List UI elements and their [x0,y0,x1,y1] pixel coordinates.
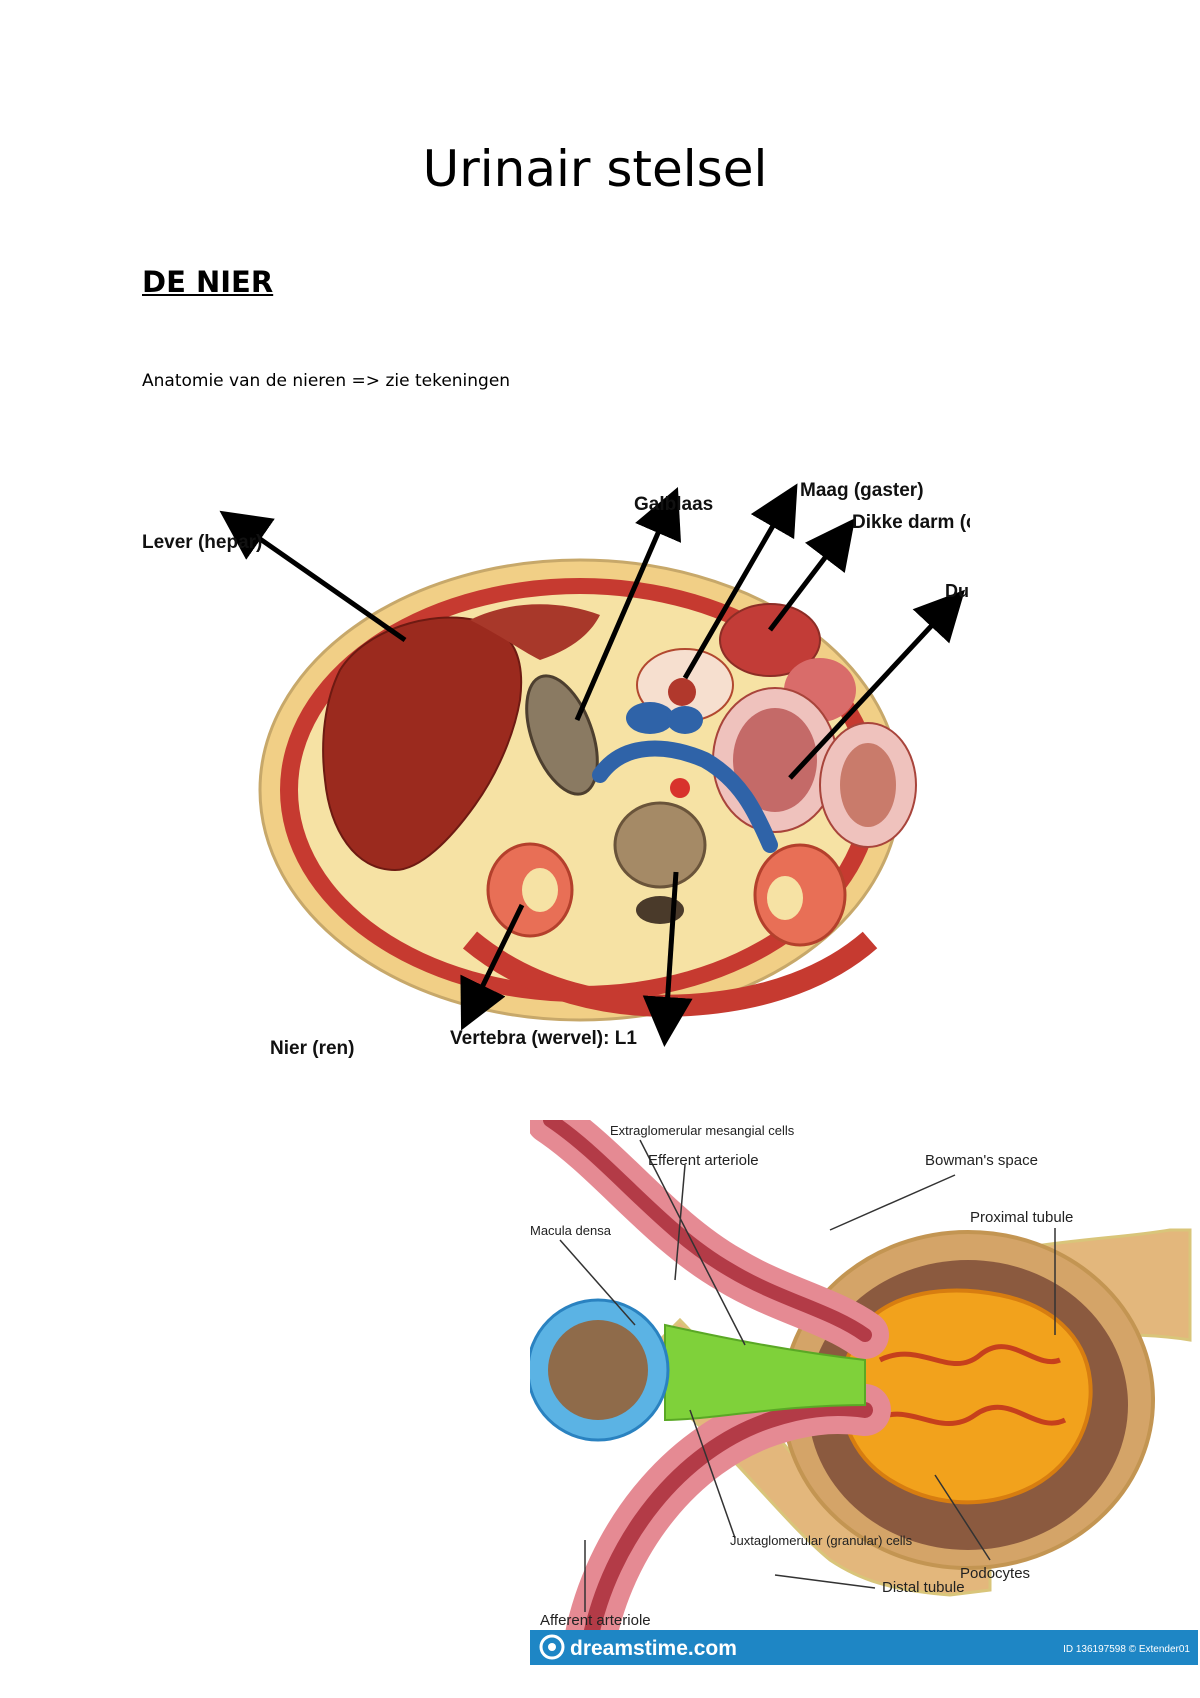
label-afferent: Afferent arteriole [540,1612,651,1629]
watermark-brand: dreamstime.com [570,1637,737,1660]
abdominal-cross-section-figure: Lever (hepar) Galblaas Maag (gaster) Dik… [142,480,970,1059]
label-bowman: Bowman's space [925,1152,1038,1169]
watermark-bar [530,1630,1198,1665]
label-galblaas: Galblaas [634,494,713,515]
label-proximal: Proximal tubule [970,1209,1073,1226]
arrow-maag [682,483,798,680]
intro-text: Anatomie van de nieren => zie tekeningen [142,371,511,391]
label-podocytes: Podocytes [960,1565,1030,1582]
label-macula: Macula densa [530,1223,612,1238]
label-maag: Maag (gaster) [800,480,924,501]
arrow-vertebra [642,871,693,1047]
label-distal: Distal tubule [882,1579,965,1596]
arrow-lever [219,510,407,643]
arrow-dikke-darm [768,518,856,632]
label-dikke-darm: Dikke darm (colon) [852,512,970,533]
label-dunne-darm: Dunne darm [945,581,970,601]
page-title: Urinair stelsel [422,140,768,198]
nephron-figure: Extraglomerular mesangial cells Efferent… [530,1120,1198,1665]
watermark-image-id: ID 136197598 © Extender01 [1063,1644,1190,1655]
label-lever: Lever (hepar) [142,532,262,553]
label-nier: Nier (ren) [270,1038,354,1059]
leader-lines [559,1139,1056,1612]
section-heading: DE NIER [142,265,274,299]
label-extraglomerular: Extraglomerular mesangial cells [610,1123,795,1138]
arrow-dunne-darm [788,589,966,780]
label-juxtaglomerular: Juxtaglomerular (granular) cells [730,1533,913,1548]
dreamstime-logo-icon [539,1634,565,1660]
label-efferent: Efferent arteriole [648,1152,759,1169]
nephron-illustration [530,1120,1192,1665]
arrow-galblaas [574,487,681,721]
arrow-nier [460,903,525,1031]
cross-section-illustration [258,558,917,1022]
label-vertebra: Vertebra (wervel): L1 [450,1028,637,1049]
